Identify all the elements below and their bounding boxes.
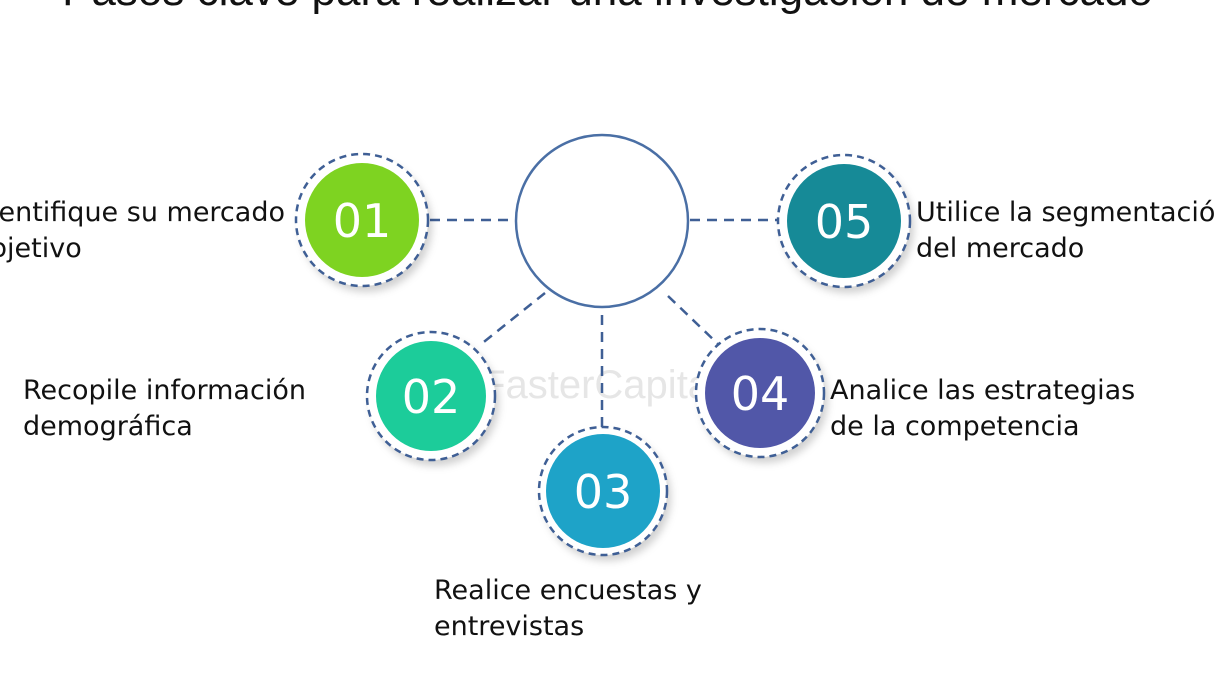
step-number-03: 03	[574, 465, 633, 519]
step-label-04: Analice las estrategias de la competenci…	[830, 373, 1135, 445]
step-circle-02: 02	[365, 330, 497, 462]
step-label-01-line-1: Identifique su mercado	[0, 197, 285, 228]
step-label-05-container: Utilice la segmentación del mercado	[916, 195, 1215, 275]
step-label-01-container: Identifique su mercado objetivo	[0, 195, 285, 275]
connector-04	[667, 295, 719, 345]
center-circle	[514, 133, 690, 309]
step-number-04: 04	[731, 367, 790, 421]
step-label-02: Recopile información demográfica	[23, 373, 306, 445]
step-label-01: Identifique su mercado objetivo	[0, 195, 285, 267]
step-number-01: 01	[333, 194, 392, 248]
step-label-03: Realice encuestas y entrevistas	[434, 573, 702, 645]
step-label-05-line-2: del mercado	[916, 233, 1085, 264]
step-label-04-line-1: Analice las estrategias	[830, 375, 1136, 406]
step-circle-04: 04	[694, 327, 826, 459]
page-title: Pasos clave para realizar una investigac…	[0, 0, 1215, 16]
step-label-04-line-2: de la competencia	[830, 411, 1080, 442]
step-number-05: 05	[815, 195, 874, 249]
step-number-02: 02	[402, 370, 461, 424]
step-label-01-line-2: objetivo	[0, 233, 82, 264]
step-circle-05: 05	[776, 153, 912, 289]
step-label-05: Utilice la segmentación del mercado	[916, 195, 1215, 267]
step-label-05-line-1: Utilice la segmentación	[916, 197, 1215, 228]
step-label-02-line-2: demográfica	[23, 411, 193, 442]
connector-lines	[430, 218, 782, 428]
watermark-text: FasterCapital	[481, 363, 719, 407]
step-circle-03: 03	[537, 425, 669, 557]
step-label-02-line-1: Recopile información	[23, 375, 306, 406]
step-circle-01: 01	[294, 152, 430, 288]
step-label-03-line-2: entrevistas	[434, 611, 585, 642]
connector-02	[479, 292, 546, 346]
step-label-03-line-1: Realice encuestas y	[434, 575, 702, 606]
